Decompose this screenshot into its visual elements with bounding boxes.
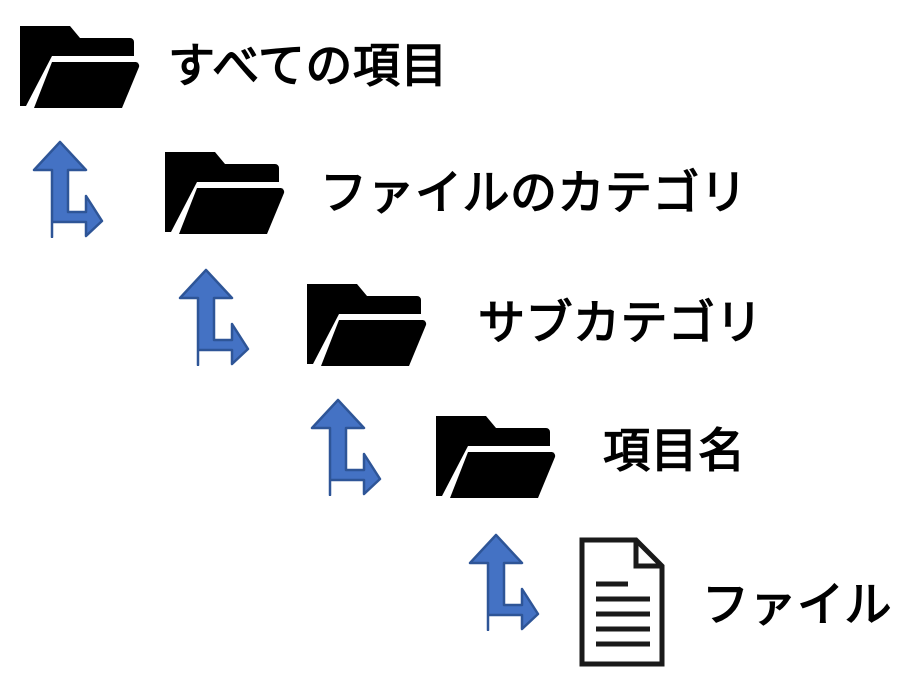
open-folder-icon [163, 148, 285, 236]
bent-arrow-icon-5 [458, 533, 540, 631]
hierarchy-level-3-label: サブカテゴリ [478, 296, 763, 351]
open-folder-icon [18, 22, 140, 110]
bent-arrow-icon-3 [168, 268, 250, 366]
bent-arrow-icon-4 [300, 398, 382, 496]
hierarchy-level-5-label: ファイル [702, 578, 892, 633]
document-icon [578, 536, 666, 668]
hierarchy-level-2-label: ファイルのカテゴリ [320, 166, 748, 221]
open-folder-icon [434, 412, 556, 500]
hierarchy-level-1-label: すべての項目 [168, 39, 448, 94]
open-folder-icon [305, 280, 427, 368]
bent-arrow-icon-2 [22, 140, 104, 238]
hierarchy-level-4-label: 項目名 [603, 424, 746, 479]
